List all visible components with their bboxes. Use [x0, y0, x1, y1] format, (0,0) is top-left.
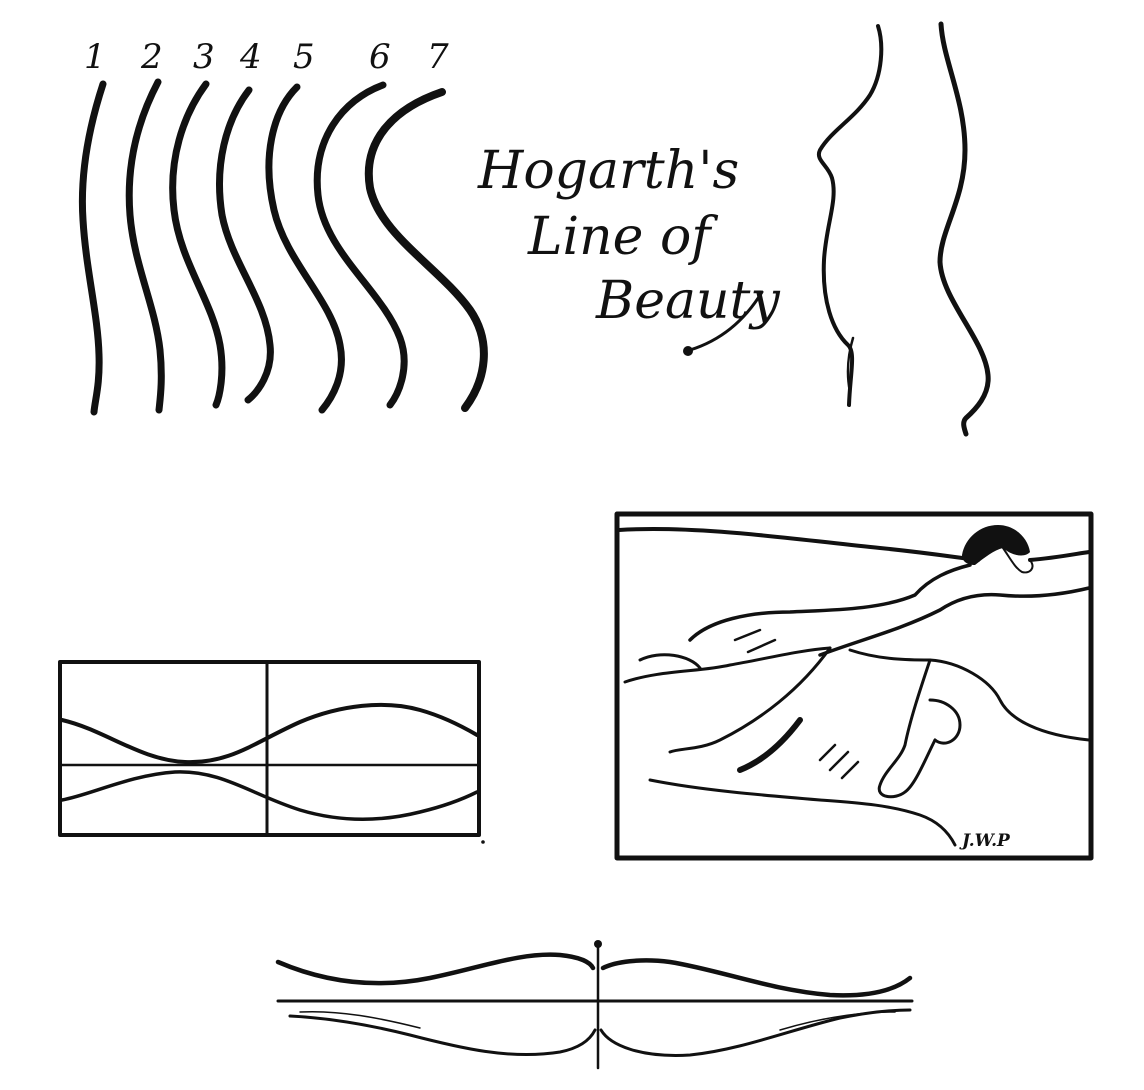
figure-profile: [816, 21, 991, 437]
drapery-hip: [668, 646, 832, 754]
profile-back-outline: [937, 21, 991, 437]
drapery-center: [848, 648, 1091, 742]
axis-top-dot: [594, 940, 602, 948]
title-flourish: [688, 290, 764, 352]
sketch-horizon: [617, 527, 1091, 562]
sketch-frame: [614, 511, 1094, 861]
upper-wave-curve: [60, 702, 479, 765]
profile-front-inner: [846, 336, 855, 394]
drapery-left: [623, 646, 832, 684]
wave-diagram-frame: [58, 660, 481, 837]
upper-mirrored-wave: [275, 952, 913, 998]
serpentine-line-6: [313, 81, 408, 409]
line-number-4: 4: [239, 37, 262, 77]
title-line-3: Beauty: [595, 271, 780, 331]
serpentine-line-5: [265, 83, 345, 414]
line-number-2: 2: [140, 37, 163, 77]
title-line-2: Line of: [527, 207, 718, 267]
line-number-3: 3: [193, 37, 215, 77]
title-flourish-dot: [683, 346, 693, 356]
drapery-swirl: [928, 698, 962, 745]
line-number-6: 6: [369, 37, 391, 77]
lower-wave-curve: [60, 770, 479, 821]
serpentine-line-3: [169, 80, 226, 409]
line-number-1: 1: [84, 37, 106, 77]
mirrored-wave-diagram: [275, 940, 914, 1070]
drapery-hatching: [733, 628, 860, 780]
lower-mirrored-wave: [288, 1008, 912, 1057]
title-lettering: Hogarth's Line of Beauty: [477, 141, 780, 356]
figure-hair: [962, 525, 1030, 565]
frame-corner-dot: [481, 840, 485, 844]
figure-back: [688, 563, 972, 642]
serpentine-line-1: [78, 80, 107, 416]
title-line-1: Hogarth's: [477, 141, 739, 201]
drapery-lower: [648, 778, 957, 847]
lower-wave-shadow: [299, 1010, 896, 1031]
serpentine-line-2: [125, 78, 165, 414]
framed-wave-diagram: [58, 660, 485, 844]
serpentine-line-7: [364, 88, 488, 412]
line-number-7: 7: [427, 37, 449, 77]
artist-signature: J.W.P: [959, 831, 1011, 851]
figure-arm: [818, 586, 1091, 657]
drapery-dark-fold: [737, 717, 803, 773]
profile-front-outline: [816, 24, 884, 407]
figure-face: [1002, 547, 1034, 574]
line-number-5: 5: [293, 37, 315, 77]
reclining-figure-sketch: J.W.P: [614, 511, 1094, 861]
serpentine-line-4: [216, 86, 274, 404]
numbered-lines-group: 1 2 3 4 5 6 7: [78, 37, 488, 416]
drapery-right-fold: [877, 658, 937, 799]
